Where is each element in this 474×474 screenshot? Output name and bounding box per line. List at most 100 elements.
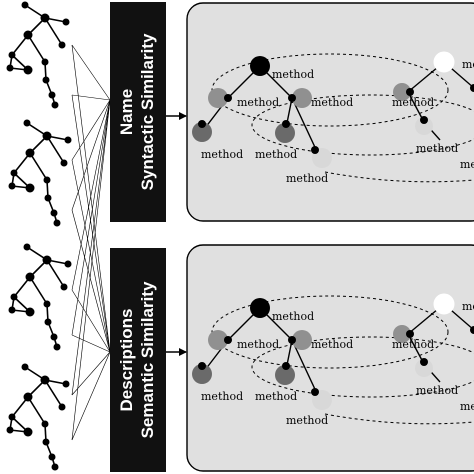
- dashed-match-curve: [324, 171, 474, 183]
- method-node: [275, 365, 295, 385]
- graph-edge: [29, 152, 48, 181]
- graph-node: [23, 30, 33, 40]
- service-graph: [8, 243, 72, 351]
- root-node-left: [250, 298, 270, 318]
- graph-node: [42, 131, 52, 141]
- graph-node: [8, 306, 16, 314]
- small-method-dot: [311, 388, 319, 396]
- fan-line: [71, 334, 111, 353]
- graph-node: [62, 380, 70, 388]
- small-method-dot: [406, 330, 414, 338]
- method-node: [192, 122, 212, 142]
- graph-edge: [46, 259, 65, 288]
- graph-edge: [29, 276, 48, 305]
- graph-node: [44, 318, 52, 326]
- small-method-dot: [406, 88, 414, 96]
- method-label: method: [392, 96, 434, 109]
- fan-line: [71, 159, 111, 353]
- dashed-match-ellipse: [251, 336, 474, 398]
- graph-node: [51, 463, 59, 471]
- graph-node: [53, 343, 61, 351]
- method-label: method: [462, 58, 474, 71]
- graph-node: [60, 283, 68, 291]
- fan-line: [71, 351, 111, 396]
- root-node-right: [433, 51, 455, 73]
- small-method-dot: [282, 120, 290, 128]
- small-method-dot: [198, 120, 206, 128]
- fan-line: [71, 99, 111, 161]
- graph-node: [25, 272, 35, 282]
- fan-line: [71, 351, 111, 441]
- graph-node: [23, 243, 31, 251]
- small-method-dot: [288, 94, 296, 102]
- method-label: method: [416, 384, 458, 397]
- method-node: [208, 88, 228, 108]
- method-node: [275, 123, 295, 143]
- dashed-match-ellipse: [251, 94, 474, 156]
- graph-node: [25, 307, 35, 317]
- method-node: [292, 88, 312, 108]
- graph-node: [6, 426, 14, 434]
- graph-node: [6, 64, 14, 72]
- name-syntactic-block: Name Syntactic Similarity: [110, 2, 166, 222]
- graph-edge: [27, 34, 46, 63]
- service-graph: [6, 1, 70, 109]
- fan-line: [71, 94, 111, 353]
- graph-node: [64, 260, 72, 268]
- method-label: method: [286, 172, 328, 185]
- graph-node: [58, 403, 66, 411]
- graph-node: [40, 13, 50, 23]
- method-label: method: [255, 390, 297, 403]
- graph-node: [42, 255, 52, 265]
- graph-node: [48, 453, 56, 461]
- fan-line: [71, 99, 111, 211]
- graph-node: [42, 438, 50, 446]
- method-node: [415, 359, 433, 377]
- method-label: method: [201, 148, 243, 161]
- method-label: method: [392, 338, 434, 351]
- top-panel-trees: method method method method method method meth…: [192, 51, 474, 185]
- method-label: method: [272, 310, 314, 323]
- small-method-dot: [470, 84, 474, 92]
- graph-node: [23, 119, 31, 127]
- method-label: method: [416, 142, 458, 155]
- graph-node: [64, 136, 72, 144]
- graph-edge: [46, 135, 65, 164]
- method-label: method: [460, 400, 474, 413]
- tree-edge: [407, 91, 425, 123]
- graph-node: [8, 51, 16, 59]
- graph-node: [21, 363, 29, 371]
- graph-node: [41, 420, 49, 428]
- graph-node: [43, 300, 51, 308]
- small-method-dot: [282, 362, 290, 370]
- method-label: method: [237, 96, 279, 109]
- graph-node: [53, 219, 61, 227]
- graph-node: [58, 41, 66, 49]
- graph-edge: [44, 379, 63, 408]
- small-method-dot: [311, 146, 319, 154]
- service-graphs: [6, 1, 72, 471]
- graph-edge: [27, 396, 46, 425]
- service-graph: [6, 363, 70, 471]
- method-node: [393, 83, 411, 101]
- method-label: method: [272, 68, 314, 81]
- block-title-name: Name: [117, 89, 136, 135]
- fan-in-connectors: [71, 44, 111, 441]
- method-node: [292, 330, 312, 350]
- method-label: method: [462, 300, 474, 313]
- fan-line: [71, 99, 111, 291]
- graph-node: [48, 91, 56, 99]
- method-label: method: [255, 148, 297, 161]
- root-node-right: [433, 293, 455, 315]
- graph-node: [25, 148, 35, 158]
- service-graph: [8, 119, 72, 227]
- method-label: method: [201, 390, 243, 403]
- method-node: [393, 325, 411, 343]
- block-title-descriptions: Descriptions: [117, 309, 136, 412]
- block-subtitle-syntactic: Syntactic Similarity: [138, 33, 157, 190]
- graph-node: [10, 293, 18, 301]
- small-method-dot: [288, 336, 296, 344]
- method-label: method: [286, 414, 328, 427]
- graph-node: [50, 209, 58, 217]
